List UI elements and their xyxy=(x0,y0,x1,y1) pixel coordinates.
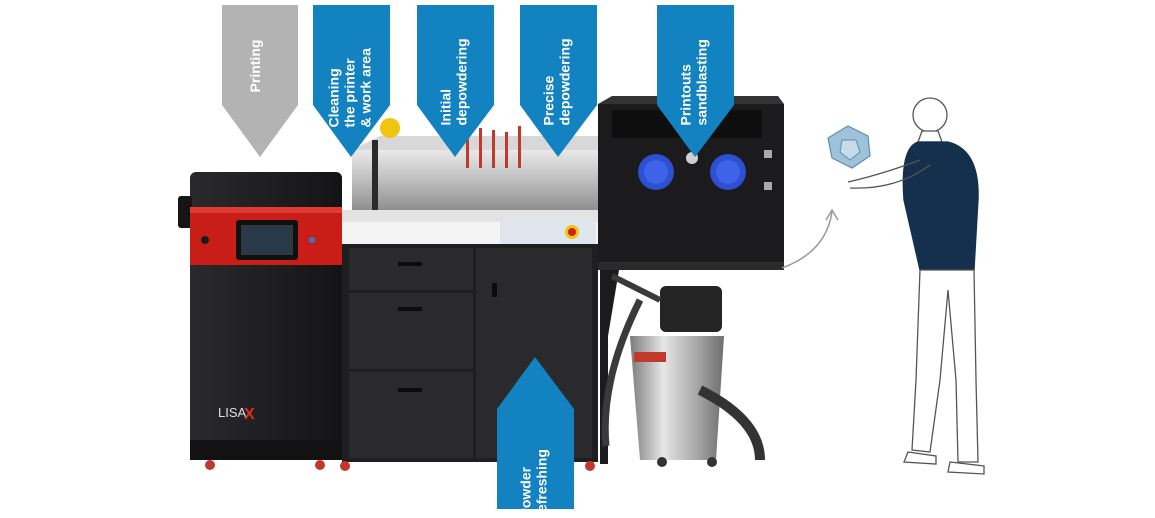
callout-initial-depowdering: Initial depowdering xyxy=(417,5,494,157)
printer-logo: LISA X xyxy=(218,405,255,423)
printer-brand-text: LISA xyxy=(218,405,247,420)
callout-sandblasting-label: Printouts sandblasting xyxy=(677,39,710,126)
callout-sandblasting: Printouts sandblasting xyxy=(657,5,734,157)
callout-precise-label: Precise depowdering xyxy=(540,38,573,126)
callout-cleaning-label: Cleaning the printer & work area xyxy=(325,48,374,128)
callout-cleaning: Cleaning the printer & work area xyxy=(313,5,390,157)
flow-arrow xyxy=(781,211,833,269)
printed-part xyxy=(827,125,871,169)
callout-printing: Printing xyxy=(222,5,298,157)
printer-unit xyxy=(178,172,342,470)
vacuum-unit xyxy=(601,273,765,467)
person-illustration xyxy=(847,97,985,475)
callout-powder-label: Powder refreshing xyxy=(517,449,550,518)
callout-printing-label: Printing xyxy=(247,39,263,93)
callout-precise-depowdering: Precise depowdering xyxy=(520,5,597,157)
printer-brand-mark: X xyxy=(244,406,255,423)
callout-powder-refreshing: Powder refreshing xyxy=(497,357,574,518)
callout-initial-label: Initial depowdering xyxy=(437,38,470,126)
